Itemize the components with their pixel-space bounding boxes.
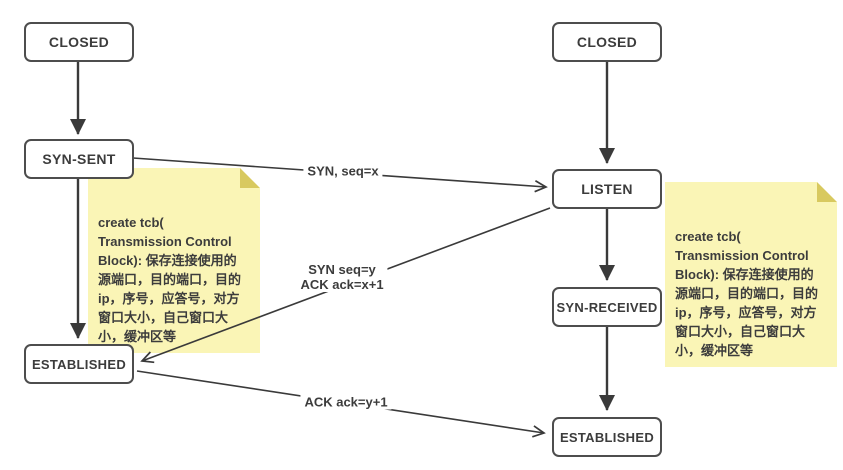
note-fold-corner-icon	[817, 182, 837, 202]
arrow-syn-ack-message	[140, 207, 551, 364]
sticky-note-server-tcb: create tcb( Transmission Control Block):…	[665, 182, 837, 367]
sticky-note-client-tcb: create tcb( Transmission Control Block):…	[88, 168, 260, 353]
sticky-note-text: create tcb( Transmission Control Block):…	[98, 215, 242, 344]
note-fold-corner-icon	[240, 168, 260, 188]
arrow-syn-message	[132, 157, 548, 193]
arrow-ack-message	[136, 370, 546, 438]
sticky-note-text: create tcb( Transmission Control Block):…	[675, 229, 819, 358]
